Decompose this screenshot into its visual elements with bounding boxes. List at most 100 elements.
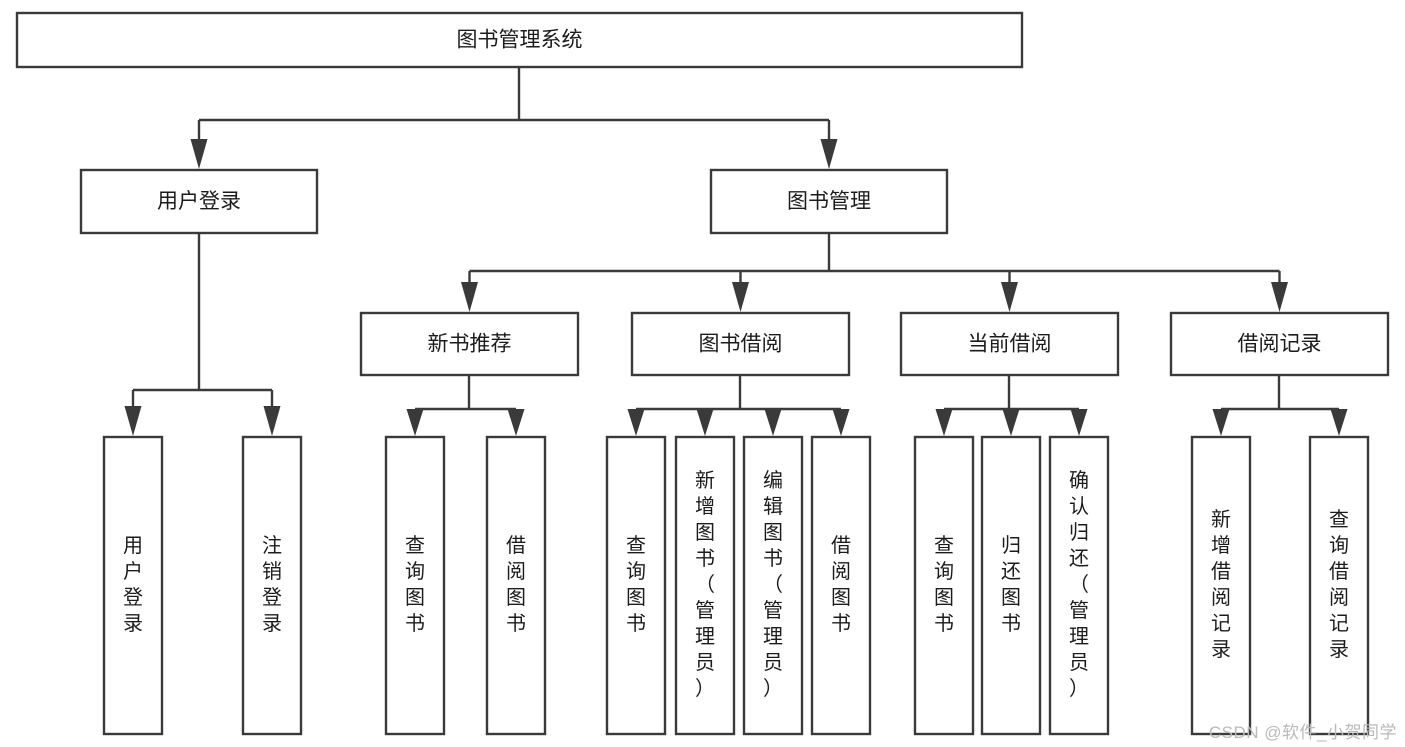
node-label-char: 阅	[1329, 586, 1349, 609]
node-box[interactable]	[1169, 311, 1390, 377]
arrow-head	[832, 409, 850, 436]
node-label-char: 阅	[1211, 586, 1231, 609]
node-label-char: 辑	[763, 495, 783, 518]
node-label-char: 图	[695, 522, 715, 544]
node-root[interactable]: 图书管理系统	[15, 11, 1024, 69]
node-box[interactable]	[899, 311, 1120, 377]
node-label: 当前借阅	[968, 333, 1052, 356]
connector-group-book-management	[461, 233, 1288, 312]
node-box[interactable]	[810, 435, 872, 736]
node-label: 图书管理系统	[457, 29, 583, 52]
node-box[interactable]	[485, 435, 547, 736]
node-label-char: 销	[262, 560, 282, 583]
arrow-head	[1271, 282, 1288, 312]
node-label-char: 图	[934, 587, 954, 609]
node-box[interactable]	[102, 435, 164, 736]
node-book-management[interactable]: 图书管理	[709, 168, 949, 235]
arrow-head	[732, 282, 749, 312]
arrow-head	[124, 406, 142, 436]
node-label-char: 归	[1069, 521, 1089, 544]
node-box[interactable]	[605, 435, 667, 736]
node-label-char: 书	[695, 547, 715, 570]
node-box[interactable]	[359, 311, 580, 377]
node-borrow-record[interactable]: 借阅记录	[1169, 311, 1390, 377]
node-label-char: 理	[763, 626, 783, 648]
node-label: 图书借阅	[699, 333, 783, 356]
arrow-head	[627, 409, 645, 436]
node-label-char: 借	[1211, 560, 1231, 583]
node-box[interactable]	[1190, 435, 1252, 736]
node-label-char: 注	[262, 534, 282, 557]
node-label-char: 归	[1001, 534, 1021, 557]
node-box[interactable]	[913, 435, 975, 736]
node-label-char: 录	[262, 613, 282, 635]
arrow-head	[1330, 409, 1348, 436]
node-label-char: （	[1069, 573, 1089, 596]
node-box[interactable]	[742, 435, 804, 736]
arrow-head	[1070, 409, 1088, 436]
node-label-char: 借	[1329, 560, 1349, 583]
node-label: 新书推荐	[428, 333, 512, 356]
node-label-char: 询	[934, 560, 954, 583]
node-box[interactable]	[1308, 435, 1370, 736]
arrow-head	[461, 282, 478, 312]
node-label-char: 图	[763, 522, 783, 544]
node-current-borrow[interactable]: 当前借阅	[899, 311, 1120, 377]
node-label-char: 理	[1069, 626, 1089, 648]
node-leaf-user-login[interactable]: 用户登录	[102, 435, 164, 736]
connector-group-user-login	[124, 233, 281, 436]
node-label-char: ）	[763, 677, 783, 700]
node-label-char: 书	[506, 612, 526, 635]
node-label-char: 新	[695, 469, 715, 492]
node-label-char: 询	[626, 560, 646, 583]
node-label-char: 员	[1069, 652, 1089, 674]
node-box[interactable]	[980, 435, 1042, 736]
node-box[interactable]	[630, 311, 851, 377]
node-label: 借阅记录	[1238, 333, 1322, 356]
arrow-head	[406, 409, 424, 436]
node-box[interactable]	[15, 11, 1024, 69]
node-box[interactable]	[709, 168, 949, 235]
node-label-char: 阅	[831, 560, 851, 583]
node-label-char: 增	[1211, 534, 1231, 557]
connector-group-root	[190, 67, 838, 169]
node-label-char: 管	[763, 599, 783, 622]
node-label-char: 图	[626, 587, 646, 609]
node-box[interactable]	[674, 435, 736, 736]
node-label-char: 认	[1069, 495, 1089, 518]
node-box[interactable]	[1048, 435, 1110, 736]
node-box[interactable]	[79, 168, 319, 235]
node-label-char: 户	[123, 560, 143, 583]
node-label-char: 员	[763, 652, 783, 674]
node-box[interactable]	[241, 435, 303, 736]
node-new-book-recommend[interactable]: 新书推荐	[359, 311, 580, 377]
node-box[interactable]	[384, 435, 446, 736]
node-book-borrow[interactable]: 图书借阅	[630, 311, 851, 377]
node-label-char: 员	[695, 652, 715, 674]
node-label-char: 询	[1329, 534, 1349, 557]
node-label-char: 书	[831, 612, 851, 635]
node-label-char: 书	[405, 612, 425, 635]
node-label-char: 书	[1001, 612, 1021, 635]
node-label-char: （	[763, 573, 783, 596]
node-label-char: 编	[763, 469, 783, 492]
node-label-char: 理	[695, 626, 715, 648]
node-user-login[interactable]: 用户登录	[79, 168, 319, 235]
arrow-head	[1001, 282, 1018, 312]
connector-group-new-book-recommend	[406, 375, 525, 436]
node-label-char: 登	[123, 586, 143, 609]
